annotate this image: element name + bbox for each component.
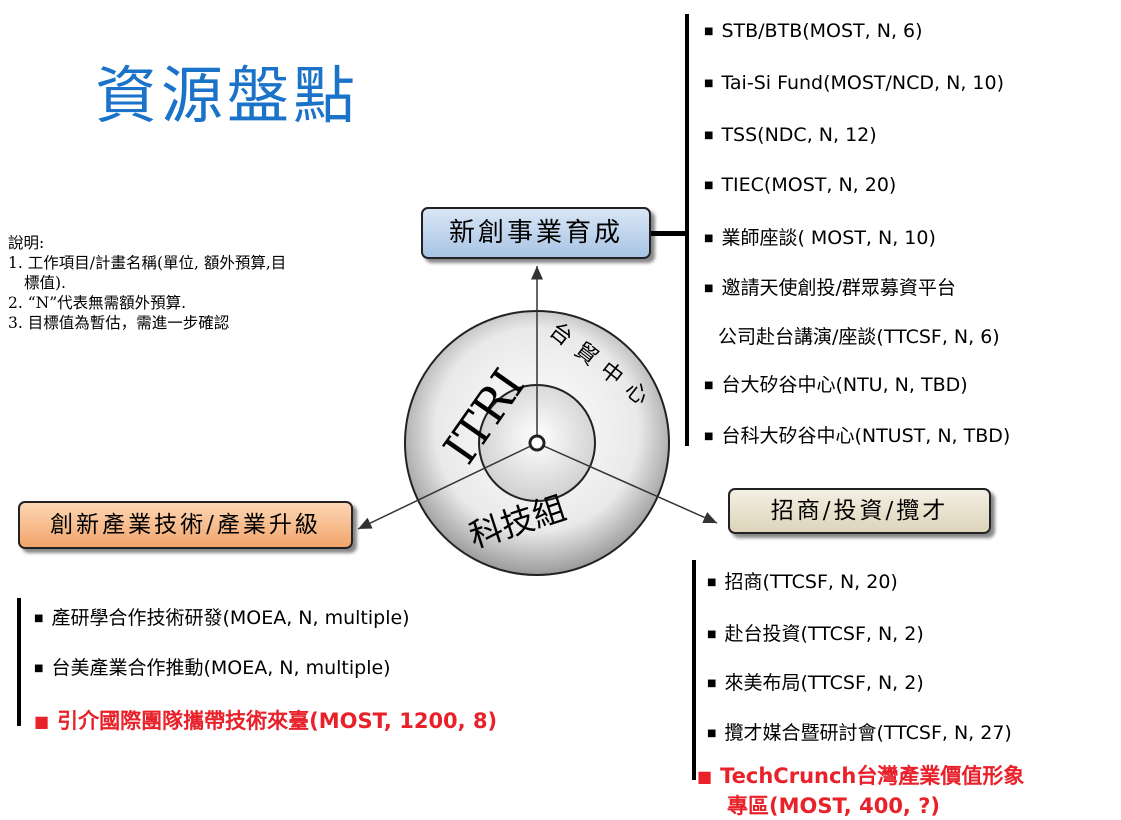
incubation-list-bar: [685, 14, 689, 446]
list-item: TIEC(MOST, N, 20): [704, 174, 896, 196]
notes-line: 3. 目標值為暫估，需進一步確認: [8, 314, 230, 332]
arrow-right: [536, 442, 718, 524]
incubation-box: 新創事業育成: [421, 207, 651, 259]
list-item: 赴台投資(TTCSF, N, 2): [707, 619, 923, 646]
notes: 說明: 1. 工作項目/計畫名稱(單位, 額外預算,目 標值). 2. “N”代…: [8, 233, 398, 333]
arrow-left: [357, 442, 538, 530]
page-title: 資源盤點: [95, 59, 360, 132]
incubation-connector: [651, 231, 689, 236]
list-item: 產研學合作技術研發(MOEA, N, multiple): [34, 603, 409, 630]
notes-heading: 說明:: [8, 234, 45, 252]
list-item: 台大矽谷中心(NTU, N, TBD): [704, 370, 967, 397]
notes-line: 2. “N”代表無需額外預算.: [8, 294, 187, 312]
list-item-highlight: 引介國際團隊攜帶技術來臺(MOST, 1200, 8): [34, 705, 497, 735]
hub-center: [528, 434, 546, 452]
list-item: 攬才媒合暨研討會(TTCSF, N, 27): [707, 718, 1011, 745]
innovation-box: 創新產業技術/產業升級: [18, 501, 353, 549]
notes-line: 標值).: [24, 274, 66, 292]
list-item: STB/BTB(MOST, N, 6): [704, 20, 922, 42]
list-item: Tai-Si Fund(MOST/NCD, N, 10): [704, 72, 1004, 94]
list-item-continuation: 專區(MOST, 400, ?): [727, 794, 940, 818]
innovation-list-bar: [17, 598, 21, 726]
list-item-highlight: TechCrunch台灣產業價值形象: [697, 760, 1024, 790]
list-item: 業師座談( MOST, N, 10): [704, 223, 935, 250]
list-item: 招商(TTCSF, N, 20): [707, 567, 897, 594]
list-item: 邀請天使創投/群眾募資平台: [704, 273, 955, 300]
list-item: 台科大矽谷中心(NTUST, N, TBD): [704, 421, 1010, 448]
investment-box: 招商/投資/攬才: [728, 488, 991, 534]
notes-line: 1. 工作項目/計畫名稱(單位, 額外預算,目: [8, 254, 287, 272]
investment-list-bar: [692, 560, 696, 780]
list-item: 台美產業合作推動(MOEA, N, multiple): [34, 653, 390, 680]
list-item-continuation: 公司赴台講演/座談(TTCSF, N, 6): [718, 326, 1000, 348]
list-item: TSS(NDC, N, 12): [704, 124, 876, 146]
list-item: 來美布局(TTCSF, N, 2): [707, 668, 923, 695]
